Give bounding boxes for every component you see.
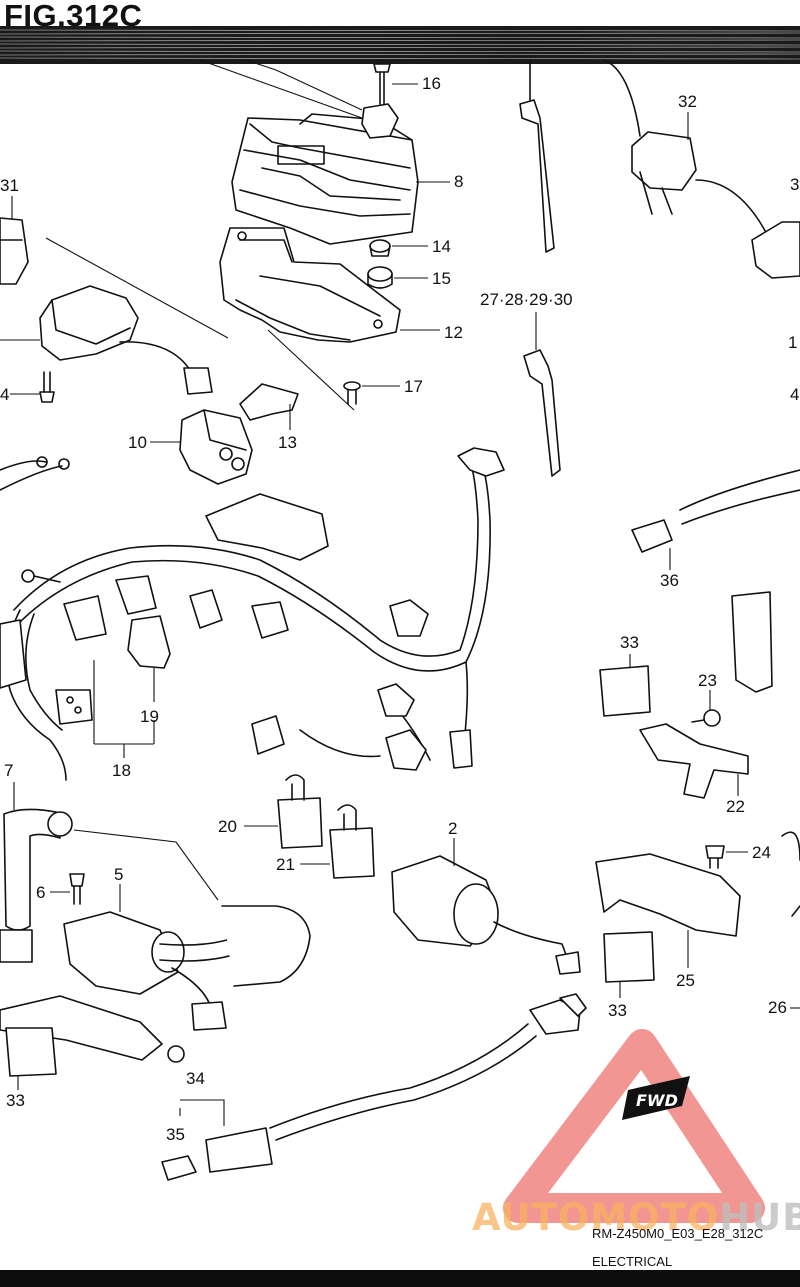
bottom-bar — [0, 1270, 800, 1287]
callout-4: 4 — [0, 385, 9, 404]
callout-13: 13 — [278, 433, 297, 452]
callout-33-a: 33 — [620, 633, 639, 652]
sensor-2 — [391, 855, 581, 975]
cover-33-left — [5, 1027, 57, 1077]
watermark-wordmark: AUTOMOTOHUB — [472, 1196, 800, 1239]
connector-right-edge — [731, 591, 773, 693]
callout-32: 32 — [678, 92, 697, 111]
watermark-badge: FWD — [636, 1091, 678, 1110]
bracket-25 — [595, 853, 741, 937]
callout-33-b: 33 — [608, 1001, 627, 1020]
callout-5: 5 — [114, 865, 123, 884]
sub-harness-36 — [631, 469, 800, 553]
leader-line — [199, 59, 363, 119]
callout-36: 36 — [660, 571, 679, 590]
callout-14: 14 — [432, 237, 451, 256]
fuse-35 — [161, 1155, 197, 1181]
callout-16: 16 — [422, 74, 441, 93]
callout-27-30: 27·28·29·30 — [480, 290, 573, 309]
callout-26: 26 — [768, 998, 787, 1017]
callout-20: 20 — [218, 817, 237, 836]
bracket-22 — [639, 723, 749, 799]
bolt-4 — [39, 371, 55, 403]
ecm-unit — [231, 113, 419, 245]
callout-4-edge: 4 — [790, 385, 799, 404]
watermark-text-auto: AUTO — [472, 1196, 591, 1239]
right-edge-part — [781, 831, 800, 917]
callout-34: 34 — [186, 1069, 205, 1088]
bolt-23 — [691, 709, 721, 727]
drawing-reference-code: RM-Z450M0_E03_E28_312C — [592, 1226, 764, 1241]
harness-lead-34 — [205, 993, 587, 1173]
bolt-16 — [373, 63, 391, 105]
callout-21: 21 — [276, 855, 295, 874]
grommet-14 — [369, 239, 391, 257]
fuse-holder-21 — [329, 804, 375, 879]
leader-line — [73, 829, 219, 901]
callout-8: 8 — [454, 172, 463, 191]
fuse-holder-20 — [277, 774, 323, 849]
callout-31: 31 — [0, 176, 19, 195]
regulator-unit — [39, 285, 213, 395]
callout-10: 10 — [128, 433, 147, 452]
leader-line — [180, 1099, 225, 1126]
relay-32 — [603, 59, 800, 279]
callout-7: 7 — [4, 761, 13, 780]
callout-33-c: 33 — [6, 1091, 25, 1110]
leader-line — [245, 59, 363, 111]
watermark-text-moto: MOTO — [590, 1196, 720, 1239]
callout-12: 12 — [444, 323, 463, 342]
callout-19: 19 — [140, 707, 159, 726]
relay-31 — [0, 217, 29, 285]
watermark-logo: FWD — [503, 1029, 765, 1223]
section-label: ELECTRICAL — [592, 1254, 673, 1269]
callout-23: 23 — [698, 671, 717, 690]
callout-labels: 16 8 14 15 12 17 13 10 31 4 27·28·29·30 … — [0, 74, 800, 1144]
callout-2: 2 — [448, 819, 457, 838]
callout-17: 17 — [404, 377, 423, 396]
watermark-text-hub: HUB — [719, 1196, 800, 1239]
cover-33-right-lower — [603, 931, 655, 983]
connector-10 — [179, 409, 253, 485]
main-wire-harness-18 — [0, 447, 505, 781]
ecm-bracket — [219, 227, 401, 343]
plug-cap-7 — [0, 808, 73, 963]
clip-13 — [239, 383, 299, 421]
ground-lead — [0, 460, 63, 491]
callout-22: 22 — [726, 797, 745, 816]
callout-24: 24 — [752, 843, 771, 862]
callout-6: 6 — [36, 883, 45, 902]
callout-18: 18 — [112, 761, 131, 780]
leader-line — [267, 329, 355, 411]
callout-1-edge: 1 — [788, 333, 797, 352]
bolt-24 — [705, 845, 725, 869]
connector-19 — [127, 615, 171, 669]
bolt-6 — [69, 873, 85, 905]
callout-25: 25 — [676, 971, 695, 990]
bracket-tab — [361, 103, 399, 139]
ignition-coil-5 — [63, 905, 311, 1031]
cable-tie-upper — [519, 59, 555, 253]
callout-3-edge: 3 — [790, 175, 799, 194]
callout-35: 35 — [166, 1125, 185, 1144]
screw-17 — [343, 381, 361, 405]
callout-15: 15 — [432, 269, 451, 288]
header-rule-band — [0, 26, 800, 64]
cushion-15 — [367, 266, 393, 289]
cable-tie-27-30 — [523, 349, 561, 477]
cover-33-right-upper — [599, 665, 651, 717]
leader-line — [45, 237, 229, 339]
